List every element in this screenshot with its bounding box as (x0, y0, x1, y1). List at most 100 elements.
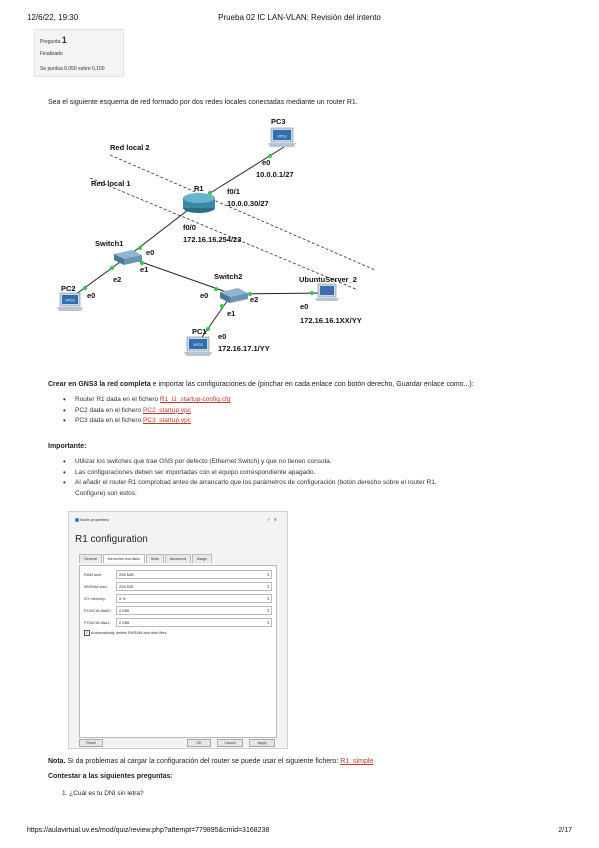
switch1-icon (114, 250, 142, 265)
label-pc3: PC3 (271, 117, 286, 126)
tab-advanced[interactable]: Advanced (164, 554, 191, 563)
ok-button[interactable]: OK (187, 739, 211, 747)
pc3-icon: VPCS (268, 127, 296, 147)
router-r1-icon (183, 193, 215, 213)
label-pc2: PC2 (61, 284, 76, 293)
label-ubuntu-ip: 172.16.16.1XX/YY (300, 316, 362, 325)
label-sw2-e0: e0 (200, 291, 208, 300)
list-item: Router R1 dada en el fichero R1_i1_start… (58, 395, 230, 406)
tab-slots[interactable]: Slots (145, 554, 164, 563)
config-file-list: Router R1 dada en el fichero R1_i1_start… (58, 395, 230, 427)
question-1: 1. ¿Cuál es tu DNI sin letra? (62, 790, 144, 797)
intro-text: Sea el siguiente esquema de red formado … (48, 99, 358, 106)
list-item: Al añadir el router R1 comprobad antes d… (58, 478, 437, 489)
auto-delete-checkbox[interactable]: ✓ Automatically delete NVRAM and disk fi… (84, 630, 167, 636)
label-red-local-1: Red local 1 (91, 179, 131, 188)
pc2-icon: VPCS (57, 292, 83, 311)
spinner-icon: ⇕ (266, 584, 270, 589)
link-pc2-config[interactable]: PC2_startup.vpc (142, 406, 191, 414)
network-diagram: VPCS VPCS VPCS Red local 2 Red local 1 R… (57, 117, 376, 356)
lan-boundary-1 (89, 177, 359, 291)
io-memory-field[interactable]: 5 %⇕ (116, 594, 272, 603)
spinner-icon: ⇕ (266, 608, 270, 613)
dialog-window-controls: ?✕ (267, 517, 281, 522)
nvram-size-field[interactable]: 256 KiB⇕ (116, 582, 272, 591)
page-url: https://aulavirtual.uv.es/mod/quiz/revie… (27, 827, 270, 834)
node-properties-dialog: Node properties ?✕ R1 configuration Gene… (68, 511, 288, 749)
pcmcia-disk1-row: PCMCIA disk1:0 MiB⇕ (84, 618, 272, 627)
link-switch1-pc2 (71, 256, 128, 298)
label-f0-0: f0/0 (183, 223, 196, 232)
pc1-vpcs-label: VPCS (193, 343, 203, 347)
ubuntu-server-icon (315, 283, 339, 301)
question-score: Se puntúa 0,050 sobre 0,100 (40, 66, 105, 72)
ram-size-field[interactable]: 256 MiB⇕ (116, 570, 272, 579)
tab-memories-and-disks[interactable]: Memories and disks (102, 554, 145, 563)
memories-panel: RAM size:256 MiB⇕ NVRAM size:256 KiB⇕ I/… (79, 565, 277, 738)
dialog-title: Node properties (80, 517, 109, 522)
label-sw1-e0: e0 (146, 248, 154, 257)
label-pc1-e0: e0 (218, 332, 226, 341)
nota-paragraph: Nota. Si da problemas al cargar la confi… (48, 758, 374, 765)
label-red-local-2: Red local 2 (110, 143, 150, 152)
link-r1-simple[interactable]: R1_simple (340, 758, 374, 765)
label-f0-1: f0/1 (227, 187, 240, 196)
list-item-continuation: Configure) son estos: (75, 489, 137, 497)
importante-heading: Importante: (48, 443, 87, 450)
pc1-icon: VPCS (184, 336, 212, 356)
nvram-row: NVRAM size:256 KiB⇕ (84, 582, 272, 591)
label-pc3-ip: 10.0.0.1/27 (256, 170, 294, 179)
link-switch2-pc1 (199, 293, 233, 341)
tab-usage[interactable]: Usage (191, 554, 213, 563)
crear-paragraph: Crear en GNS3 la red completa e importar… (48, 381, 474, 388)
dialog-titlebar: Node properties ?✕ (75, 517, 281, 525)
question-info-box: Pregunta 1 Finalizado Se puntúa 0,050 so… (34, 29, 124, 77)
contestar-heading: Contestar a las siguientes preguntas: (48, 773, 173, 780)
reset-button[interactable]: Reset (79, 739, 103, 747)
label-r1-f01-ip: 10.0.0.30/27 (227, 199, 269, 208)
link-pc3-config[interactable]: PC3_startup.vpc (142, 417, 191, 424)
label-pc2-e0: e0 (87, 291, 95, 300)
question-state: Finalizado (40, 51, 63, 57)
close-icon[interactable]: ✕ (273, 517, 281, 522)
dialog-heading: R1 configuration (75, 534, 148, 545)
spinner-icon: ⇕ (266, 596, 270, 601)
important-list: Utilizar los switches que trae GNS por d… (58, 457, 437, 499)
help-icon[interactable]: ? (267, 517, 274, 522)
lan-boundary-2 (109, 154, 376, 271)
print-title: Prueba 02 IC LAN-VLAN: Revisión del inte… (218, 13, 381, 22)
spinner-icon: ⇕ (266, 572, 270, 577)
checkbox-checked-icon: ✓ (84, 630, 90, 636)
label-switch1: Switch1 (95, 239, 123, 248)
label-r1: R1 (194, 184, 204, 193)
dialog-app-icon (75, 517, 79, 522)
list-item: Utilizar los switches que trae GNS por d… (58, 457, 437, 468)
list-item: PC3 dada en el fichero PC3_startup.vpc (58, 416, 230, 427)
label-sw2-e2: e2 (250, 295, 258, 304)
spinner-icon: ⇕ (266, 620, 270, 625)
pcmcia-disk1-field[interactable]: 0 MiB⇕ (116, 618, 272, 627)
list-item: PC2 dada en el fichero PC2_startup.vpc (58, 406, 230, 417)
pc3-vpcs-label: VPCS (277, 135, 287, 139)
print-date: 12/6/22, 19:30 (27, 13, 79, 22)
label-sw2-e1: e1 (227, 309, 235, 318)
label-pc3-e0: e0 (262, 158, 270, 167)
label-sw1-e2: e2 (113, 275, 121, 284)
pcmcia-disk0-row: PCMCIA disk0:0 MiB⇕ (84, 606, 272, 615)
label-pc1-ip: 172.16.17.1/YY (218, 344, 270, 353)
label-pc1: PC1 (192, 327, 207, 336)
ram-row: RAM size:256 MiB⇕ (84, 570, 272, 579)
label-r1-f00-ip: 172.16.16.254/23 (183, 235, 241, 244)
pcmcia-disk0-field[interactable]: 0 MiB⇕ (116, 606, 272, 615)
page-number: 2/17 (558, 827, 572, 834)
switch2-icon (220, 288, 248, 303)
apply-button[interactable]: Apply (249, 739, 275, 747)
label-switch2: Switch2 (214, 272, 242, 281)
print-footer: https://aulavirtual.uv.es/mod/quiz/revie… (27, 827, 572, 834)
cancel-button[interactable]: Cancel (217, 739, 243, 747)
link-r1-config[interactable]: R1_i1_startup-config.cfg (159, 396, 231, 403)
tab-general[interactable]: General (79, 554, 102, 563)
label-ubuntu: UbuntuServer_2 (299, 275, 357, 284)
list-item: Las configuraciones deben ser importadas… (58, 468, 437, 479)
